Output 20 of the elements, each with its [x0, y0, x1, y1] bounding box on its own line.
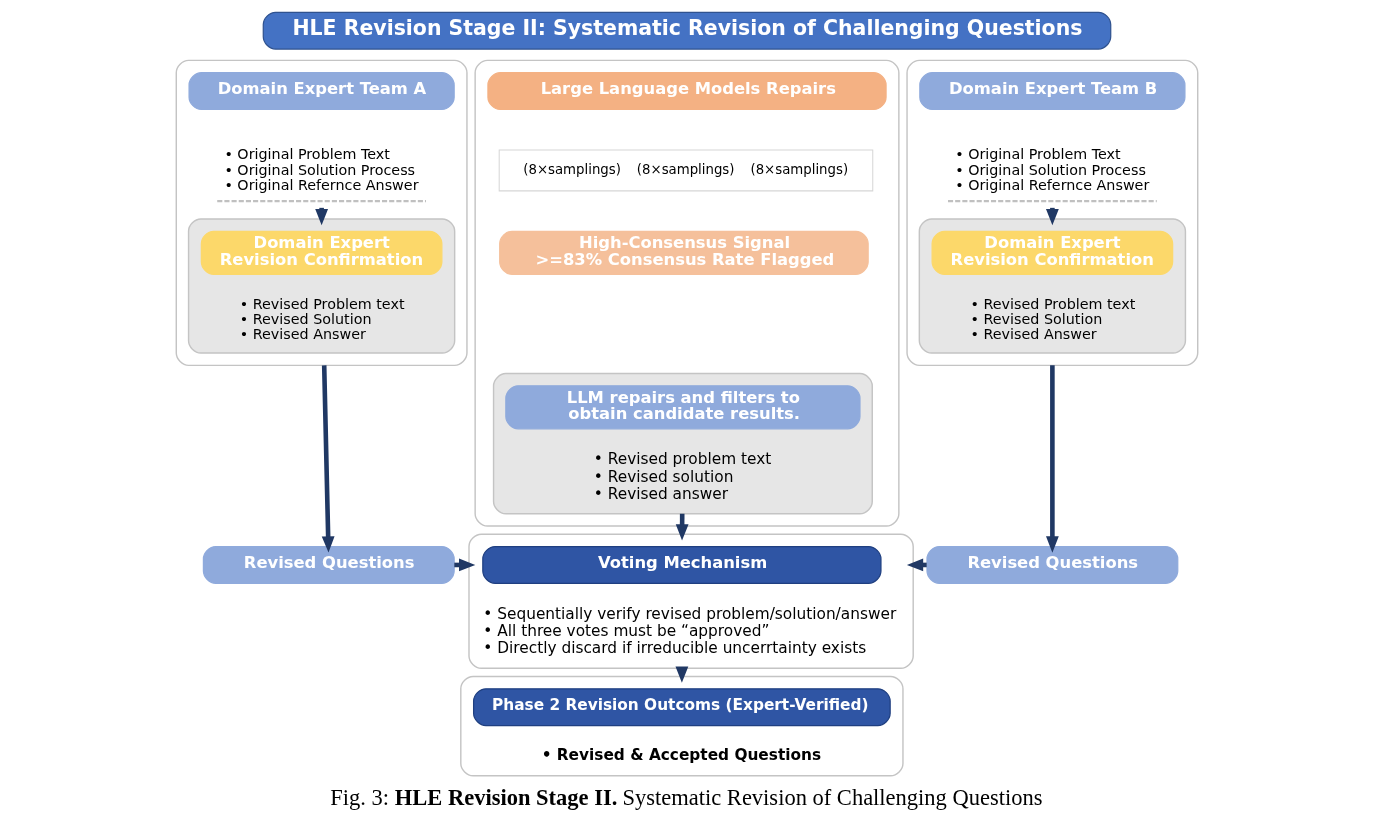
node-text: • Original Problem Text • Original Solution Process • Original Refernce Answer — [223, 146, 419, 194]
node-box: (8×samplings) (8×samplings) (8×samplings) — [498, 149, 873, 192]
node-box: Revised Questions — [202, 545, 455, 584]
node-box: Revised Questions — [925, 545, 1178, 584]
arrow — [1045, 365, 1059, 553]
cluster — [175, 59, 468, 367]
node-box: Phase 2 Revision Outcoms (Expert-Verified) — [472, 688, 891, 727]
node-box: Domain Expert Team A — [187, 72, 455, 111]
arrow — [321, 365, 335, 553]
node-box: Domain Expert Team B — [918, 72, 1186, 111]
node-box: Domain Expert Revision Confirmation — [931, 230, 1173, 275]
caption: Fig. 3: HLE Revision Stage II. Systematic Revision of Challenging Questions — [329, 785, 1042, 811]
node-box: High-Consensus Signal >=83% Consensus Rate Flagged — [498, 230, 869, 275]
node-text: • Original Problem Text • Original Solution Process • Original Refernce Answer — [954, 146, 1149, 194]
cluster — [905, 59, 1198, 367]
node-box: Large Language Models Repairs — [486, 72, 887, 111]
node-box: LLM repairs and filters to obtain candidate results. — [504, 385, 861, 430]
node-box: Domain Expert Revision Confirmation — [200, 230, 442, 275]
node-box: Voting Mechanism — [481, 545, 882, 584]
node-box: HLE Revision Stage II: Systematic Revision of Challenging Questions — [262, 11, 1111, 50]
